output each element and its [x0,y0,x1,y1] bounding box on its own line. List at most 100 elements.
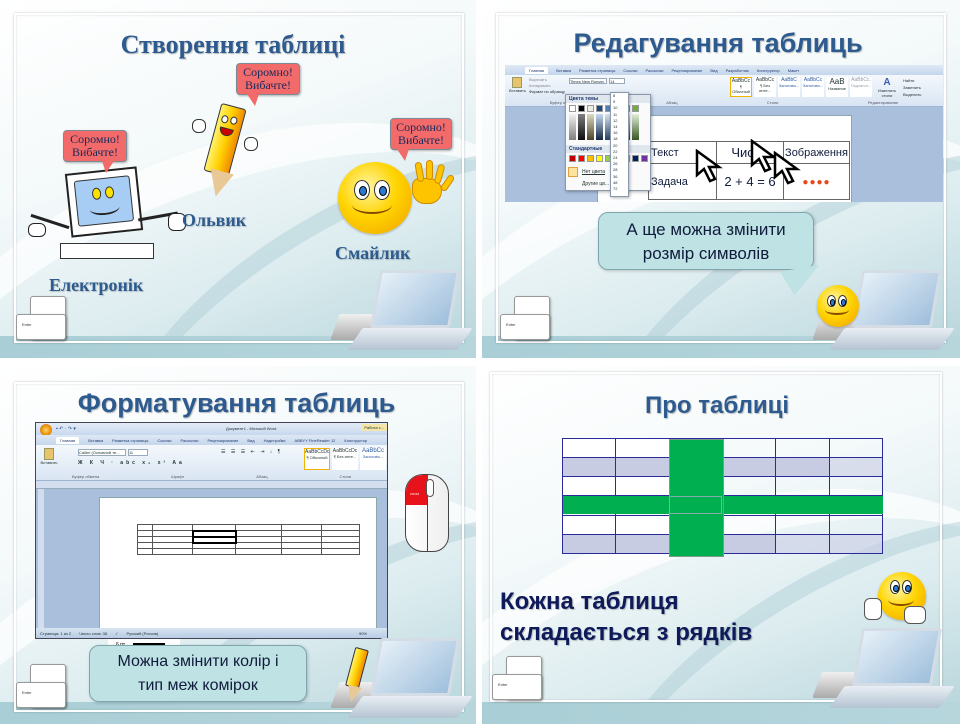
status-bar: Страница: 1 из 2 Число слов: 38 ✓ Русски… [36,628,387,638]
tab[interactable]: Конструктор [756,67,780,73]
table-cell[interactable]: 2 + 4 = 6 [716,163,784,200]
font-name-select[interactable]: Calibri (Основной те... [78,449,126,456]
spellcheck-icon[interactable]: ✓ [115,630,119,636]
quick-access-toolbar[interactable]: ▪ ↶ · ↷ ▾ [56,426,76,432]
thumbs-up-hand-icon [904,606,926,624]
tab[interactable]: Рассылки [645,67,664,73]
tab[interactable]: Надстройки [263,437,286,443]
paste-button[interactable]: Вставить [509,77,526,99]
computer-mouse-icon: ZOOM [405,474,449,552]
vertical-ruler [38,489,44,628]
tab[interactable]: Конструктор [344,437,368,443]
cut-button[interactable]: Вырезать [529,77,547,82]
tab[interactable]: Разметка страницы [579,67,616,73]
replace-button[interactable]: Заменить [903,85,921,90]
enter-key-button[interactable]: Enter [16,296,66,340]
font-size-select[interactable]: 11 [128,449,148,456]
table-cell[interactable]: Зображення [783,141,850,164]
tab[interactable]: Макет [787,67,800,73]
more-colors-option[interactable]: Другие цв... [582,181,610,187]
style-no-spacing[interactable]: AaBbCc¶ Без инте... [754,77,776,97]
character-name-olvyk: Ольвик [182,210,247,230]
slide-edit-tables[interactable]: Редагування таблиць Главная Вставка Разм… [482,0,960,358]
office-button[interactable] [40,424,52,436]
mouse-cursor-icon [773,151,801,185]
tab[interactable]: Вставка [556,67,572,73]
callout-bubble: А ще можна змінити розмір символів [598,212,814,270]
paste-label: Вставить [509,88,526,93]
enter-key-button[interactable]: Enter [492,656,542,700]
pencil-character-icon [342,646,378,706]
status-word-count[interactable]: Число слов: 38 [79,630,108,636]
slide-create-table[interactable]: Створення таблиці Соромно! Вибачте! Елек… [0,0,476,358]
sample-table [561,437,884,557]
ribbon-tabs: Главная Вставка Разметка страницы Ссылки… [505,65,943,75]
tab[interactable]: Разработчик [725,67,749,73]
tab[interactable]: Рассылки [180,437,199,443]
ribbon: Вставить Вырезать Копировать Формат по о… [505,75,943,107]
tab[interactable]: Вид [247,437,255,443]
window-title: Документ1 - Microsoft Word [226,426,277,431]
tab[interactable]: Главная [56,436,80,444]
tab[interactable]: Рецензирование [207,437,239,443]
group-label: Буфер обмена [549,100,577,105]
tab[interactable]: ABBYY FineReader 12 [294,437,336,443]
status-zoom[interactable]: 90% [358,630,367,636]
tab[interactable]: Вставка [88,437,104,443]
slide-format-tables[interactable]: Форматування таблиць ▪ ↶ · ↷ ▾ Документ1… [0,366,476,724]
slide-frame [14,382,464,712]
enter-key-button[interactable]: Enter [16,664,66,708]
theme-color-grid[interactable] [569,105,649,143]
select-button[interactable]: Выделить [903,92,922,97]
styles-gallery: AaBbCc¶ Обычный AaBbCc¶ Без инте... AaBb… [730,77,872,97]
tab[interactable]: Вид [710,67,718,73]
document-area [36,489,387,637]
status-language[interactable]: Русский (Россия) [126,630,159,636]
no-color-option[interactable]: Нет цвета [568,167,605,177]
style-normal[interactable]: AaBbCc¶ Обычный [730,77,752,97]
find-button[interactable]: Найти [903,78,915,83]
tab[interactable]: Ссылки [157,437,172,443]
format-painter-button[interactable]: Формат по образцу [529,89,565,94]
border-line-sample [132,643,165,647]
speech-bubble-electronik: Соромно! Вибачте! [63,130,127,173]
speech-line: Вибачте! [245,78,291,92]
style-normal[interactable]: AaBbCcDc¶ Обычный [304,448,330,470]
title-bar: ▪ ↶ · ↷ ▾ Документ1 - Microsoft Word Раб… [36,423,387,436]
tab[interactable]: Ссылки [623,67,638,73]
font-color-dropdown: Цвета темы [565,94,651,191]
tab[interactable]: Рецензирование [671,67,703,73]
tab[interactable]: Разметка страницы [112,437,149,443]
standard-color-row[interactable] [569,155,648,162]
tab[interactable]: Главная [525,66,549,74]
font-size-select[interactable]: 14 [609,78,625,84]
document-page[interactable] [99,497,377,637]
font-name-select[interactable]: Times New Roman [569,78,607,84]
enter-key-label: Enter [506,322,516,327]
smiley-icon [817,285,859,327]
status-page[interactable]: Страница: 1 из 2 [40,630,72,636]
paragraph-buttons[interactable]: ☰ ☰ ☰ ⇤ ⇥ ↓ ¶ [221,449,283,455]
context-tab[interactable]: Работа с... [361,424,387,431]
mouse-cursor-icon [750,139,778,173]
enter-key-button[interactable]: Enter [500,296,550,340]
word-window-screenshot: Главная Вставка Разметка страницы Ссылки… [505,65,943,202]
caption-line: Кожна таблиця [500,588,679,615]
selected-cell[interactable] [191,529,237,538]
laptop-book-illustration [807,628,955,708]
font-format-buttons[interactable]: Ж К Ч · abc x₂ x² Aa [78,460,185,466]
ruler [36,481,387,489]
style-no-spacing[interactable]: AaBbCcDc¶ Без инте... [332,448,358,470]
group-label: Шрифт [171,474,185,479]
callout-line: розмір символів [642,244,770,263]
slide-about-tables[interactable]: Про таблиці Кожна таблиця складається з … [482,366,960,724]
copy-button[interactable]: Копировать [529,83,551,88]
change-styles-button[interactable]: A Изменить стили [877,77,897,98]
paste-button[interactable]: Вставить [40,448,58,470]
style-subtitle[interactable]: AaBbCc.Подзагол... [850,77,872,97]
